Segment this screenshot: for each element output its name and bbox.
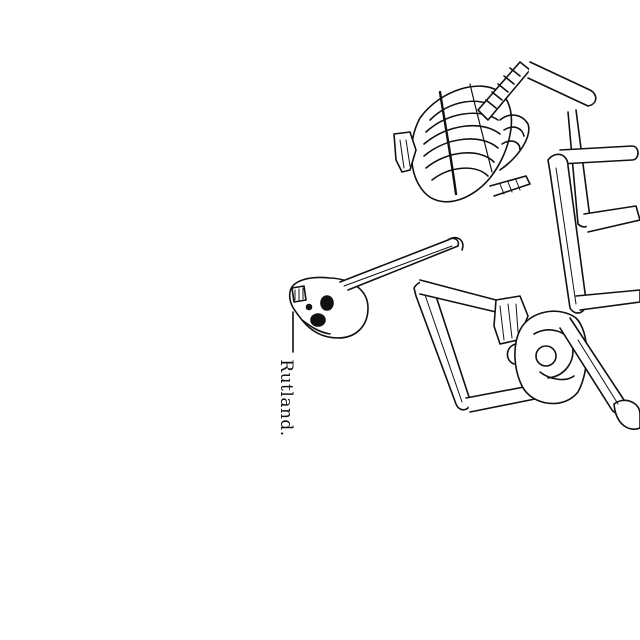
hand-upper <box>393 131 531 197</box>
upper-arm-bones <box>339 236 464 291</box>
arm-bones-top-right <box>527 61 640 233</box>
femur <box>547 153 640 314</box>
skull <box>288 276 369 339</box>
leg-bones-lower-right <box>559 317 640 430</box>
caption-text: Rutland. <box>276 359 296 437</box>
